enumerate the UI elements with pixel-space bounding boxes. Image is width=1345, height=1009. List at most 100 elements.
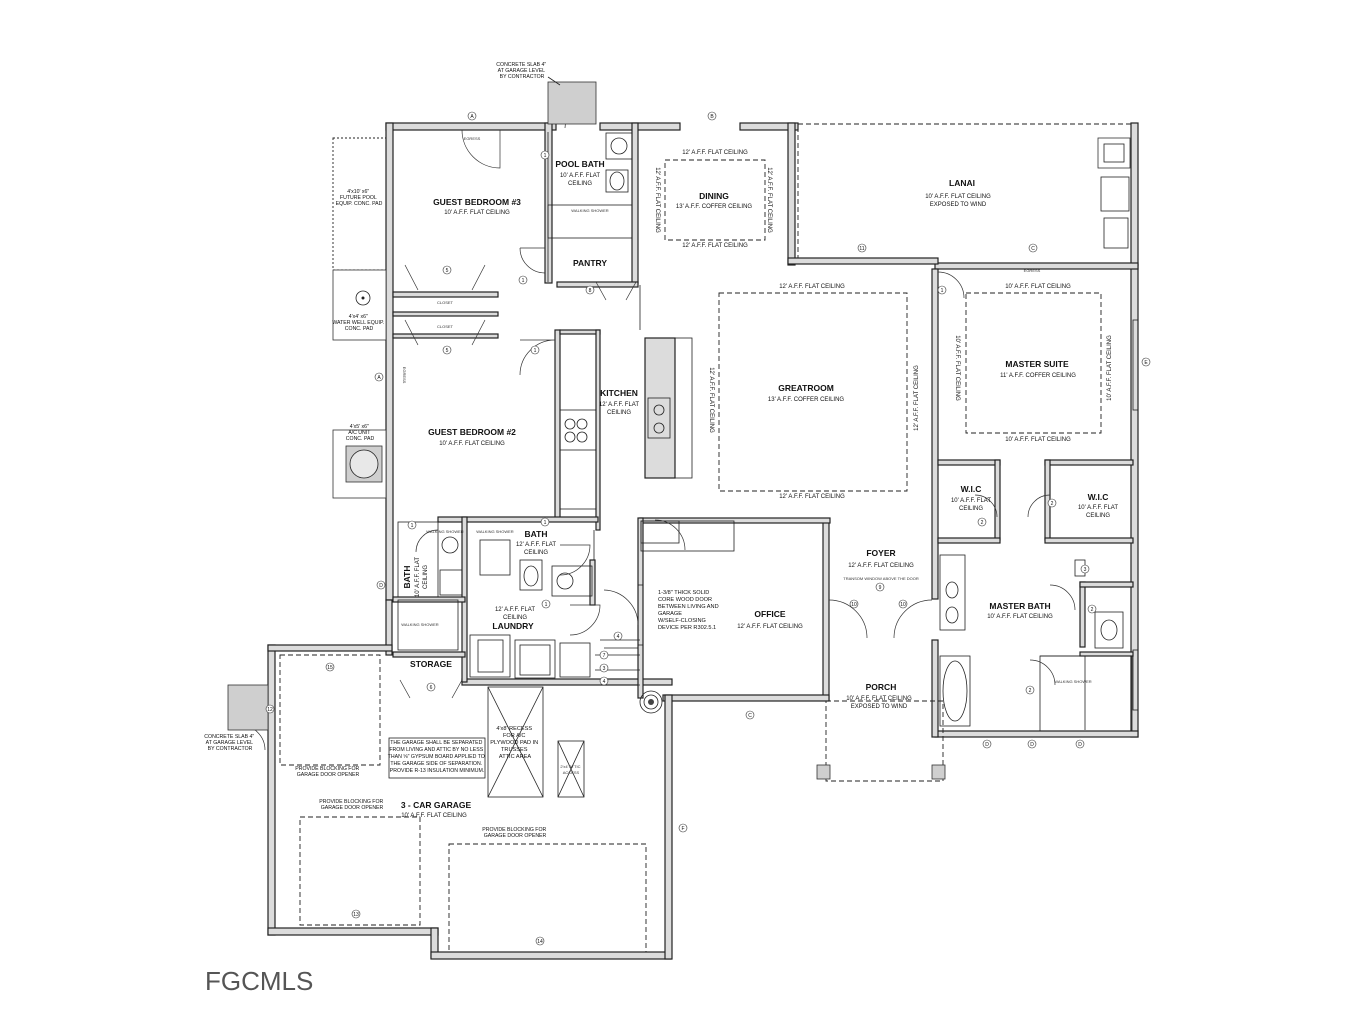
svg-text:F: F bbox=[681, 826, 684, 832]
room-storage: STORAGE bbox=[410, 659, 452, 669]
ceiling-wic-2a: 10' A.F.F. FLAT bbox=[1078, 505, 1118, 511]
room-laundry: LAUNDRY bbox=[492, 621, 534, 631]
exterior-pads bbox=[227, 81, 1086, 731]
ceiling-wic-1b: CEILING bbox=[959, 506, 983, 512]
grid-tag-e-right: E bbox=[1141, 357, 1151, 367]
svg-text:D: D bbox=[1030, 742, 1034, 748]
svg-text:2: 2 bbox=[981, 520, 984, 526]
note-lanai: EXPOSED TO WIND bbox=[930, 202, 987, 208]
watermark: FGCMLS bbox=[205, 966, 313, 996]
tag-1e: 1 bbox=[540, 517, 550, 527]
grid-tag-d-left: D bbox=[376, 580, 386, 590]
svg-text:1: 1 bbox=[544, 153, 547, 159]
grid-tag-d-b3: D bbox=[1075, 739, 1085, 749]
grid-tag-d-b2: D bbox=[1027, 739, 1037, 749]
svg-text:3: 3 bbox=[603, 666, 606, 672]
tag-4a: 4 bbox=[613, 631, 623, 641]
grid-tag-a-top: A bbox=[467, 111, 477, 121]
ceiling-guest-bedroom-3: 10' A.F.F. FLAT CEILING bbox=[444, 210, 510, 216]
ceiling-kitchen-2: CEILING bbox=[607, 410, 631, 416]
svg-text:15: 15 bbox=[327, 665, 333, 671]
svg-text:4: 4 bbox=[603, 679, 606, 685]
svg-text:6: 6 bbox=[430, 685, 433, 691]
note-attic-access: 2'x4' ATTIC ACCESS bbox=[560, 764, 581, 775]
ceiling-foyer: 12' A.F.F. FLAT CEILING bbox=[848, 563, 914, 569]
tag-markers: A B A D C E C F D D D 1 1 1 1 1 1 1 2 2 … bbox=[265, 111, 1151, 946]
note-egress-1: EGRESS bbox=[464, 136, 481, 141]
ceiling-great-right: 12' A.F.F. FLAT CEILING bbox=[914, 365, 920, 431]
ceiling-laundry-1: 12' A.F.F. FLAT bbox=[495, 607, 535, 613]
note-egress-3: EGRESS bbox=[402, 367, 407, 384]
svg-text:1: 1 bbox=[941, 288, 944, 294]
svg-text:1: 1 bbox=[411, 523, 414, 529]
note-closet-1: CLOSET bbox=[437, 300, 454, 305]
note-walk-shower-1: WALKING SHOWER bbox=[571, 208, 609, 213]
tag-2b: 2 bbox=[1047, 498, 1057, 508]
ceiling-kitchen-1: 12' A.F.F. FLAT bbox=[599, 402, 639, 408]
tag-3a: 3 bbox=[1080, 564, 1090, 574]
svg-text:10: 10 bbox=[851, 602, 857, 608]
ceiling-lanai: 10' A.F.F. FLAT CEILING bbox=[925, 194, 991, 200]
svg-text:13: 13 bbox=[353, 912, 359, 918]
ceiling-master-right: 10' A.F.F. FLAT CEILING bbox=[1107, 335, 1113, 401]
note-blocking-1: PROVIDE BLOCKING FOR GARAGE DOOR OPENER bbox=[295, 766, 360, 778]
svg-text:7: 7 bbox=[603, 653, 606, 659]
coffer-outlines bbox=[279, 159, 1102, 953]
grid-tag-d-b1: D bbox=[982, 739, 992, 749]
tag-10b: 10 bbox=[898, 599, 908, 609]
tag-1g: 1 bbox=[937, 285, 947, 295]
tag-12: 12 bbox=[265, 704, 275, 714]
ceiling-porch: 10' A.F.F. FLAT CEILING bbox=[846, 696, 912, 702]
room-porch: PORCH bbox=[866, 682, 897, 692]
room-guest-bedroom-2: GUEST BEDROOM #2 bbox=[428, 427, 516, 437]
plan-notes: CONCRETE SLAB 4" AT GARAGE LEVEL BY CONT… bbox=[204, 62, 1092, 839]
tag-7: 7 bbox=[599, 650, 609, 660]
ceiling-dining-top: 12' A.F.F. FLAT CEILING bbox=[682, 150, 748, 156]
ceiling-wic-2b: CEILING bbox=[1086, 513, 1110, 519]
note-blocking-3: PROVIDE BLOCKING FOR GARAGE DOOR OPENER bbox=[482, 827, 547, 839]
note-separation: THE GARAGE SHALL BE SEPARATED FROM LIVIN… bbox=[388, 740, 487, 774]
tag-13: 13 bbox=[351, 909, 361, 919]
ceiling-great-bottom: 12' A.F.F. FLAT CEILING bbox=[779, 494, 845, 500]
room-lanai: LANAI bbox=[949, 178, 975, 188]
ceiling-dining-bottom: 12' A.F.F. FLAT CEILING bbox=[682, 243, 748, 249]
room-wic-2: W.I.C bbox=[1088, 492, 1109, 502]
tag-2d: 2 bbox=[1025, 685, 1035, 695]
svg-text:10: 10 bbox=[900, 602, 906, 608]
svg-text:D: D bbox=[1078, 742, 1082, 748]
room-wic-1: W.I.C bbox=[961, 484, 982, 494]
svg-text:D: D bbox=[985, 742, 989, 748]
svg-text:8: 8 bbox=[589, 288, 592, 294]
tag-1c: 1 bbox=[530, 345, 540, 355]
note-porch: EXPOSED TO WIND bbox=[851, 704, 908, 710]
note-pool-pad: 4'x10' x6" FUTURE POOL EQUIP. CONC. PAD bbox=[336, 189, 383, 207]
svg-text:C: C bbox=[1031, 246, 1035, 252]
svg-text:5: 5 bbox=[446, 348, 449, 354]
tag-3b: 3 bbox=[599, 663, 609, 673]
svg-text:9: 9 bbox=[879, 585, 882, 591]
room-office: OFFICE bbox=[754, 609, 785, 619]
tag-1f: 1 bbox=[541, 599, 551, 609]
room-garage: 3 - CAR GARAGE bbox=[401, 800, 472, 810]
room-pool-bath: POOL BATH bbox=[555, 159, 604, 169]
ceiling-master-bath: 10' A.F.F. FLAT CEILING bbox=[987, 614, 1053, 620]
svg-text:2: 2 bbox=[1051, 501, 1054, 507]
room-kitchen: KITCHEN bbox=[600, 388, 638, 398]
note-walk-shower-2: WALKING SHOWER bbox=[476, 529, 514, 534]
note-fire-door: 1-3/8" THICK SOLID CORE WOOD DOOR BETWEE… bbox=[658, 590, 720, 631]
ceiling-master-left: 10' A.F.F. FLAT CEILING bbox=[954, 335, 960, 401]
room-master-suite: MASTER SUITE bbox=[1005, 359, 1069, 369]
svg-text:1: 1 bbox=[545, 602, 548, 608]
tag-5b: 5 bbox=[442, 345, 452, 355]
note-closet-2: CLOSET bbox=[437, 324, 454, 329]
ceiling-bath-center-1: 12' A.F.F. FLAT bbox=[516, 542, 556, 548]
tag-8: 8 bbox=[585, 285, 595, 295]
note-walk-shower-5: WALKING SHOWER bbox=[1054, 679, 1092, 684]
svg-text:A: A bbox=[470, 114, 474, 120]
svg-text:B: B bbox=[710, 114, 714, 120]
ceiling-master-suite: 11' A.F.F. COFFER CEILING bbox=[1000, 373, 1076, 379]
ceiling-pool-bath-1: 10' A.F.F. FLAT bbox=[560, 173, 600, 179]
grid-tag-c-bottom: C bbox=[745, 710, 755, 720]
note-walk-shower-4: WALKING SHOWER bbox=[401, 622, 439, 627]
